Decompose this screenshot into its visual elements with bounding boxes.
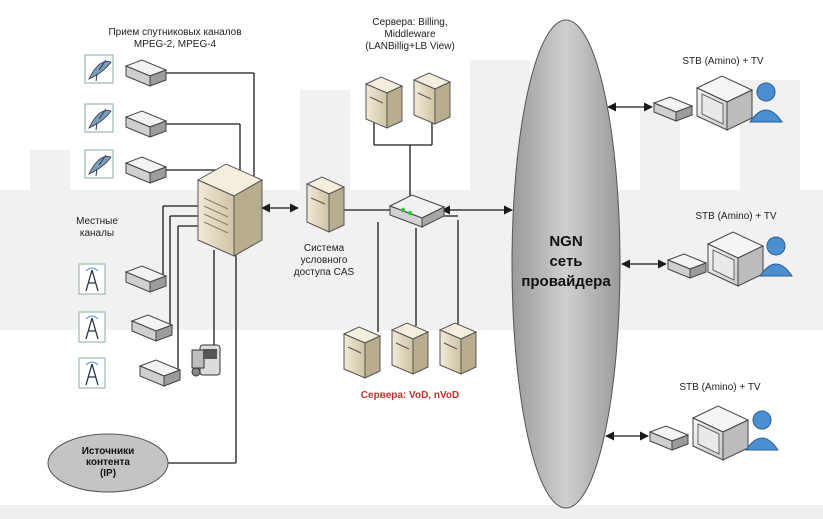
tv-monitor-icon (691, 405, 750, 461)
stb-box-icon (652, 96, 694, 122)
satellite-dish-icon (84, 103, 114, 133)
user-person-icon (749, 82, 783, 123)
antenna-tower-icon (78, 357, 106, 389)
ngn-title-line2: сеть (549, 253, 583, 270)
receiver-box-icon (138, 359, 182, 387)
receiver-box-icon (124, 110, 168, 138)
satellite-title-line2: MPEG-2, MPEG-4 (133, 39, 217, 50)
cas-title-line3: доступа CAS (293, 267, 355, 278)
user-person-icon (759, 236, 793, 277)
antenna-tower-icon (78, 311, 106, 343)
ngn-title-line3: провайдера (521, 273, 611, 290)
billing-servers-title: Сервера: Billing, Middleware (LANBillig+… (340, 17, 480, 53)
receiver-box-icon (130, 314, 174, 342)
stb-box-icon (666, 253, 708, 279)
cas-title-line2: условного (300, 255, 348, 266)
user-person-icon (745, 410, 779, 451)
billing-server-icon (412, 72, 452, 125)
source-title-line3: (IP) (99, 468, 117, 479)
receiver-box-icon (124, 265, 168, 293)
satellite-title: Прием спутниковых каналов MPEG-2, MPEG-4 (75, 27, 275, 51)
billing-title-line1: Сервера: Billing, (372, 17, 448, 28)
vod-server-icon (390, 322, 430, 375)
stb-label: STB (Amino) + TV (695, 211, 777, 222)
stb-label: STB (Amino) + TV (682, 56, 764, 67)
bottom-band (0, 505, 823, 519)
vod-server-icon (342, 326, 382, 379)
headend-server-rack-icon (196, 163, 264, 257)
receiver-box-icon (124, 156, 168, 184)
antenna-tower-icon (78, 263, 106, 295)
stb-label: STB (Amino) + TV (679, 382, 761, 393)
tv-monitor-icon (706, 231, 765, 287)
billing-server-icon (364, 76, 404, 129)
receiver-box-icon (124, 59, 168, 87)
local-title-line1: Местные (76, 216, 118, 227)
cas-title-line1: Система (303, 243, 345, 254)
billing-title-line2: Middleware (384, 29, 436, 40)
billing-title-line3: (LANBillig+LB View) (365, 41, 455, 52)
network-switch-icon (388, 194, 446, 228)
satellite-dish-icon (84, 54, 114, 84)
cas-server-icon (305, 176, 346, 233)
satellite-dish-icon (84, 149, 114, 179)
ngn-title-line1: NGN (549, 233, 583, 250)
local-title-line2: каналы (79, 228, 115, 239)
connection-lines (150, 72, 459, 464)
local-channels-title: Местные каналы (62, 216, 132, 240)
vod-server-icon (438, 322, 478, 375)
arrows (261, 102, 667, 441)
tv-monitor-icon (695, 75, 754, 131)
cas-title: Система условного доступа CAS (278, 243, 370, 279)
source-title-line2: контента (86, 457, 130, 468)
video-camera-icon (191, 344, 221, 377)
content-source-ellipse (47, 433, 169, 493)
vod-servers-title: Сервера: VoD, nVoD (360, 390, 460, 401)
content-source-title: Источники контента (IP) (60, 446, 156, 479)
ngn-title: NGN сеть провайдера (516, 232, 616, 292)
source-title-line1: Источники (81, 446, 135, 457)
satellite-title-line1: Прием спутниковых каналов (108, 27, 242, 38)
ngn-network-ellipse (511, 19, 621, 509)
stb-box-icon (648, 425, 690, 451)
